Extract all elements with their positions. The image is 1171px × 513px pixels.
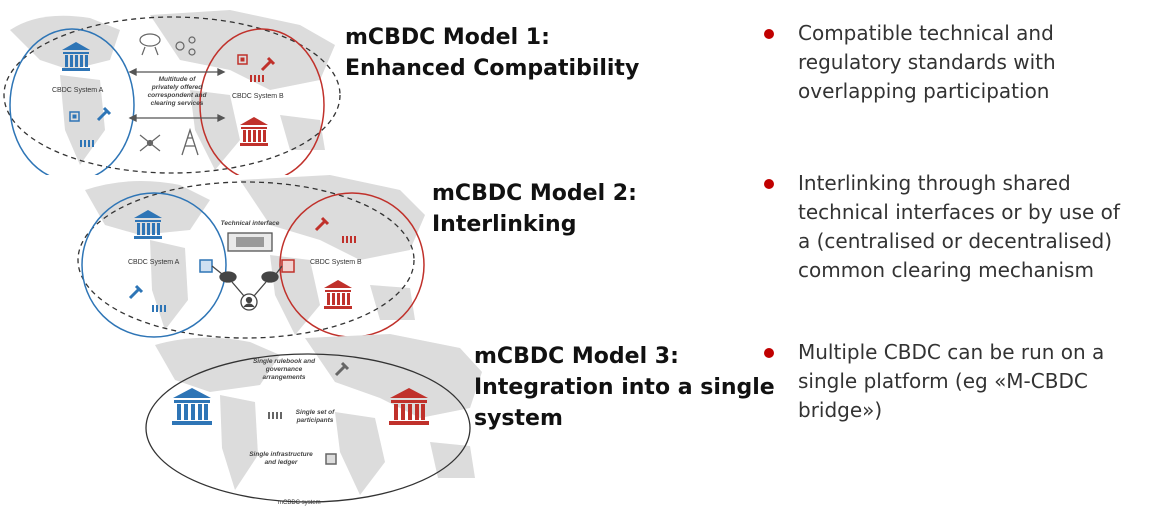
gavel-icon-blue (96, 106, 112, 122)
hub-icon (139, 134, 161, 152)
people-icon-red (250, 75, 264, 82)
bullet-line: common clearing mechanism (798, 258, 1094, 282)
model2-interface-label: Technical interface (220, 220, 280, 227)
note-line: Single infrastructure (249, 451, 313, 458)
model1-title-line: mCBDC Model 1: (345, 25, 550, 50)
model2-title-line: mCBDC Model 2: (432, 181, 637, 206)
model3-bullet: Multiple CBDC can be run on a single pla… (764, 338, 1105, 425)
bullet-dot (764, 179, 774, 189)
bullet-line: single platform (eg «M-CBDC (798, 369, 1088, 393)
note-line: arrangements (262, 374, 306, 381)
model1-middle-note: Multitude of privately offered correspon… (138, 76, 216, 108)
chip-icon (325, 453, 337, 465)
middle-note-line: correspondent and (147, 92, 207, 99)
model1-title-line: Enhanced Compatibility (345, 56, 640, 81)
bullet-line: technical interfaces or by use of (798, 200, 1120, 224)
people-icon-blue (80, 140, 94, 147)
bullet-line: overlapping participation (798, 79, 1050, 103)
gavel-icon-red (260, 56, 276, 72)
chip-icon-red (281, 259, 295, 273)
bidirectional-arrows (128, 67, 226, 123)
model3-rulebook-note: Single rulebook and governance arrangeme… (240, 358, 328, 382)
model3-title: mCBDC Model 3: Integration into a single… (474, 341, 775, 434)
bullet-dot (764, 29, 774, 39)
bullet-line: regulatory standards with (798, 50, 1056, 74)
world-map-background (85, 175, 425, 335)
model2-title-line: Interlinking (432, 212, 577, 237)
chip-icon-blue (199, 259, 213, 273)
model1-diagram: CBDC System A CBDC System B Multitude of… (0, 0, 345, 182)
model1-system-a-label: CBDC System A (52, 87, 104, 94)
bullet-line: Multiple CBDC can be run on a (798, 340, 1105, 364)
clearing-network-icon (211, 265, 283, 311)
share-nodes-icon (175, 36, 196, 56)
people-icon (268, 412, 282, 419)
bullet-line: bridge») (798, 398, 883, 422)
bank-icon-blue (134, 210, 162, 239)
technical-interface-chip-icon (227, 232, 273, 252)
bullet-line: Compatible technical and (798, 21, 1054, 45)
antenna-tower-icon (181, 127, 199, 156)
chip-icon-red (237, 54, 248, 65)
world-map-background (155, 334, 482, 495)
model3-participants-note: Single set of participants (285, 409, 345, 425)
model2-system-a-label: CBDC System A (128, 259, 180, 266)
model3-footer-label: mCBDC system (278, 500, 321, 506)
middle-note-line: privately offered (151, 84, 203, 91)
model1-bullet: Compatible technical and regulatory stan… (764, 19, 1056, 106)
model3-diagram-svg (145, 334, 482, 503)
gavel-icon-red (314, 216, 330, 232)
note-line: governance (265, 366, 303, 373)
people-icon-red (342, 236, 356, 243)
model2-bullet: Interlinking through shared technical in… (764, 169, 1120, 285)
model3-diagram: Single rulebook and governance arrangeme… (140, 330, 485, 508)
note-line: participants (296, 417, 334, 424)
bank-icon-red (240, 117, 268, 146)
note-line: Single set of (295, 409, 335, 416)
model1-diagram-svg (3, 10, 341, 182)
middle-note-line: Multitude of (158, 76, 196, 83)
people-icon-blue (152, 305, 166, 312)
model3-title-line: mCBDC Model 3: (474, 344, 679, 369)
note-line: and ledger (264, 459, 298, 466)
middle-note-line: clearing services (150, 100, 204, 107)
model3-infrastructure-note: Single infrastructure and ledger (240, 451, 322, 467)
bank-icon-red (389, 388, 429, 425)
bank-icon-red (324, 280, 352, 309)
model1-title: mCBDC Model 1: Enhanced Compatibility (345, 22, 639, 84)
bank-icon-blue (62, 42, 90, 71)
chip-icon-blue (69, 111, 80, 122)
bank-icon-blue (172, 388, 212, 425)
gavel-icon (334, 361, 350, 377)
bullet-dot (764, 348, 774, 358)
bullet-line: a (centralised or decentralised) (798, 229, 1113, 253)
model2-diagram-svg (77, 175, 425, 339)
model1-system-b-label: CBDC System B (232, 93, 284, 100)
gavel-icon-blue (128, 284, 144, 300)
model2-diagram: CBDC System A CBDC System B Technical in… (70, 170, 430, 340)
bullet-line: Interlinking through shared (798, 171, 1071, 195)
model3-title-line: Integration into a single (474, 375, 775, 400)
model2-title: mCBDC Model 2: Interlinking (432, 178, 637, 240)
note-line: Single rulebook and (252, 358, 316, 365)
cloud-network-icon (139, 33, 161, 56)
model2-system-b-label: CBDC System B (310, 259, 362, 266)
model3-title-line: system (474, 406, 563, 431)
